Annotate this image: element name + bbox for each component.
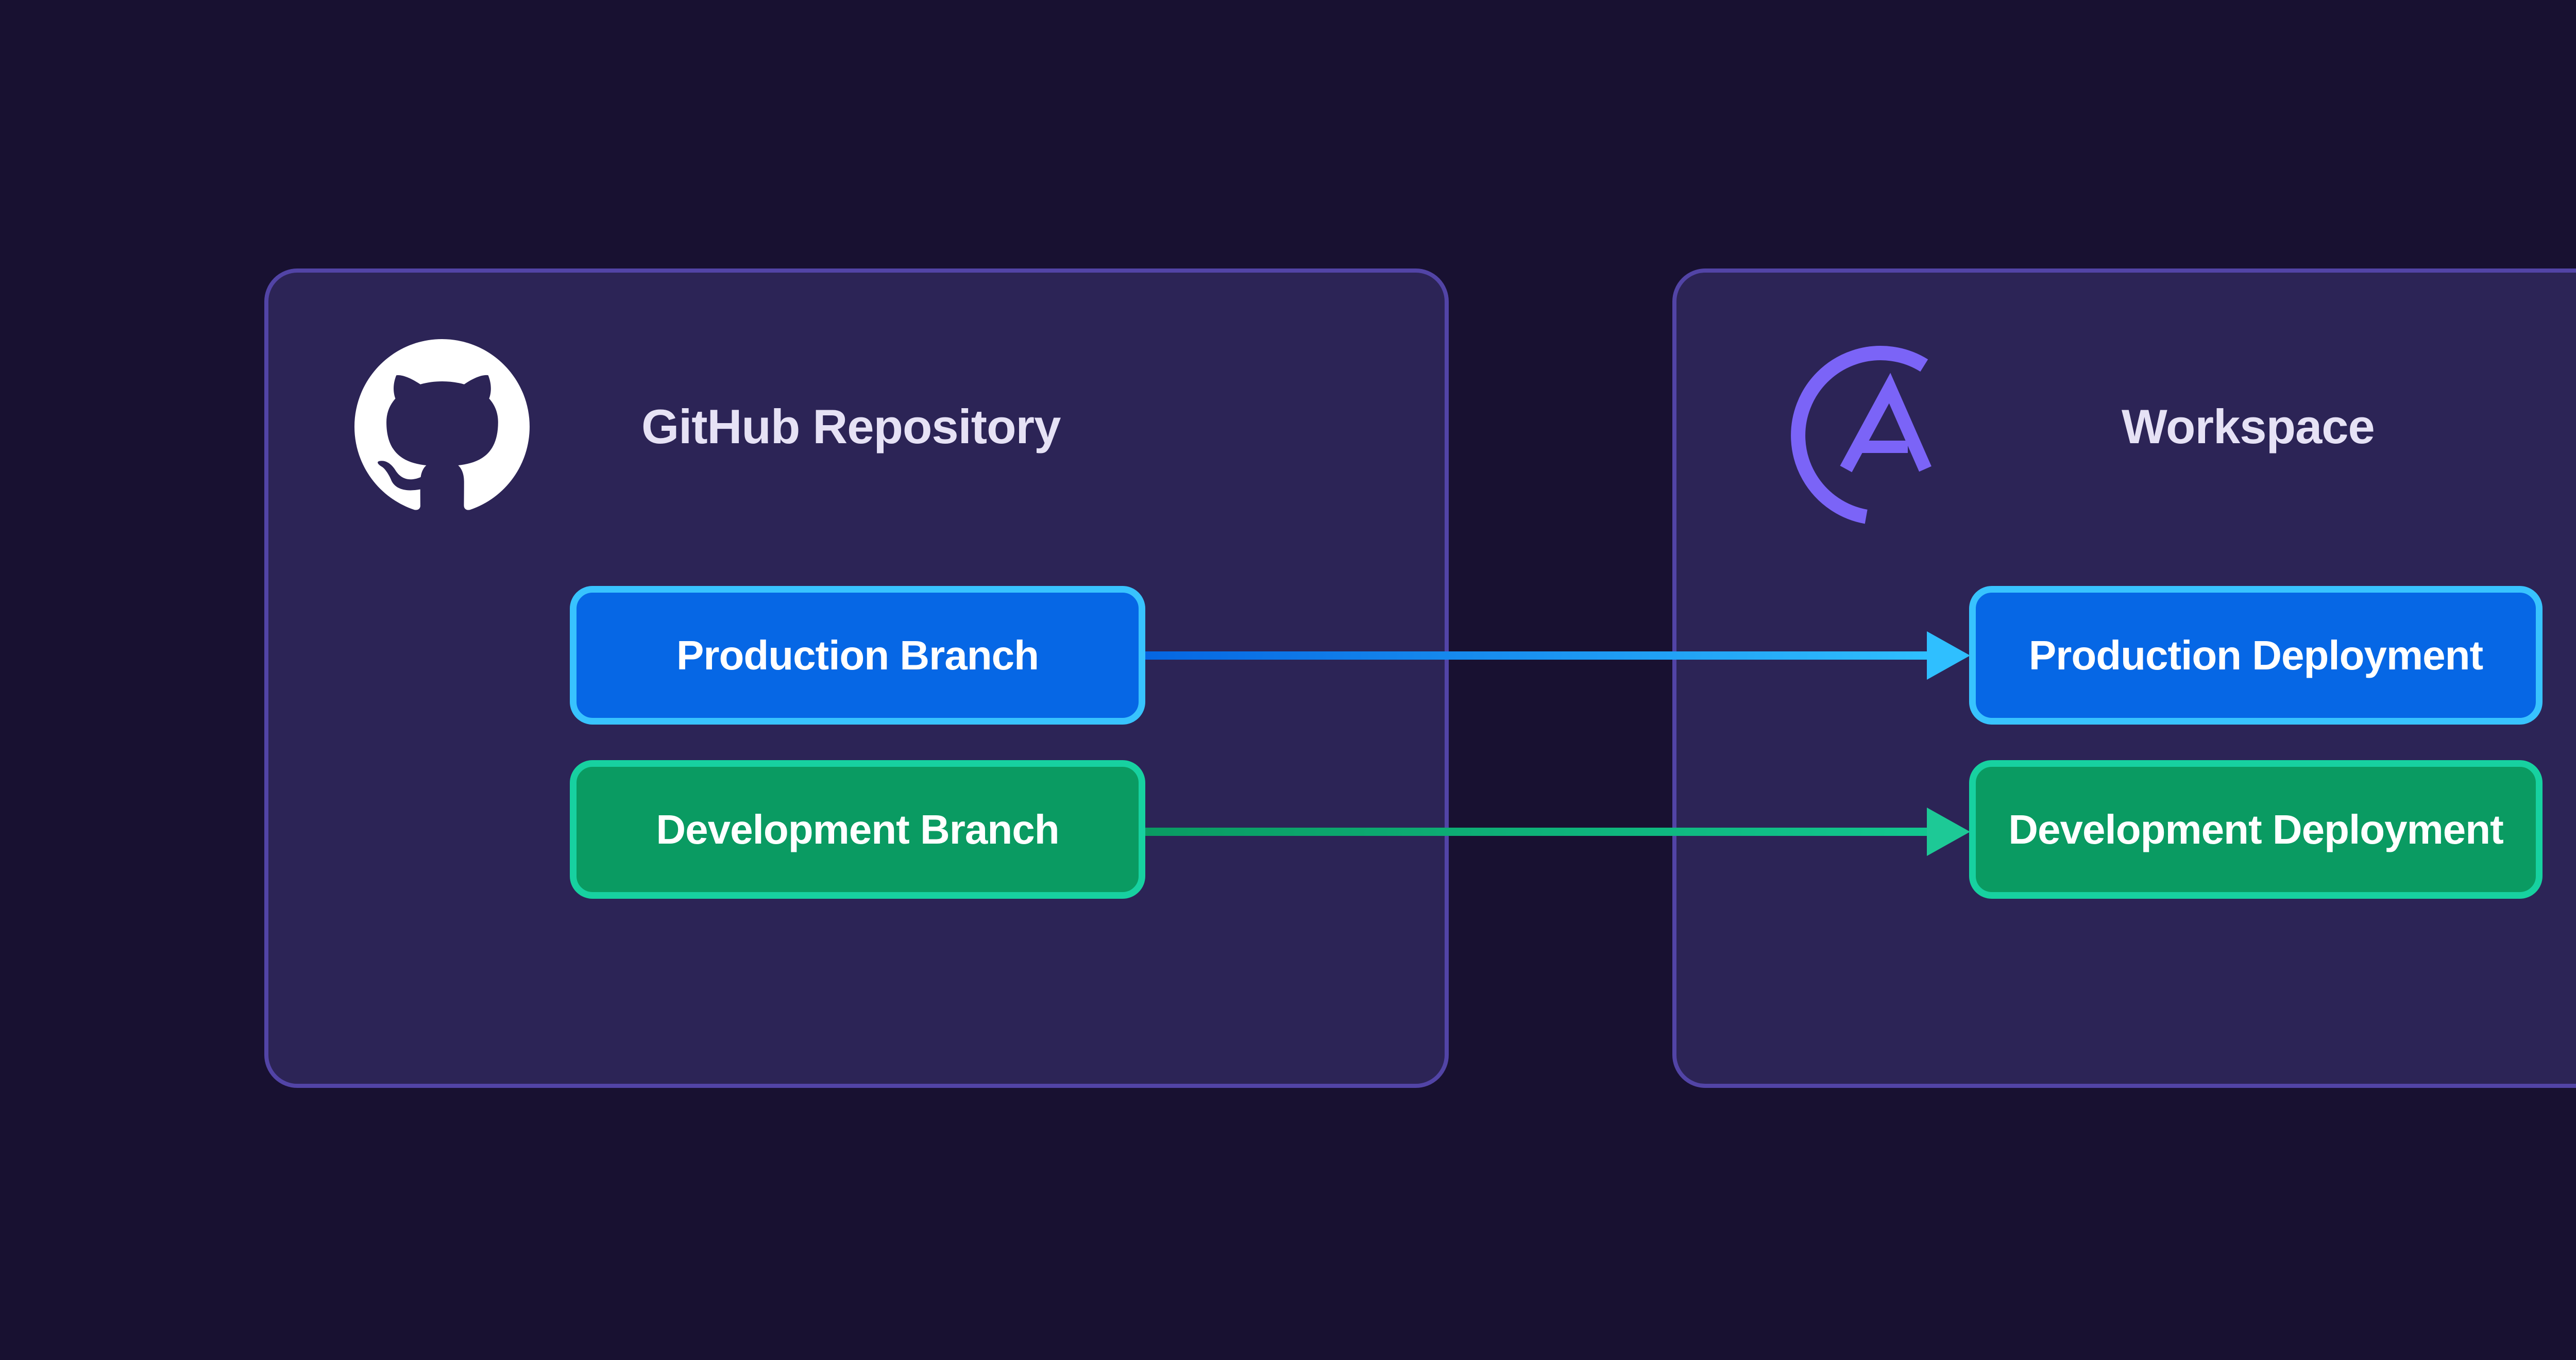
production-connection-line bbox=[1145, 651, 1927, 660]
development-deployment-node: Development Deployment bbox=[1969, 760, 2543, 899]
production-arrowhead-icon bbox=[1927, 631, 1970, 680]
github-repository-title: GitHub Repository bbox=[641, 399, 1061, 454]
production-branch-node: Production Branch bbox=[570, 586, 1145, 725]
development-connection-line bbox=[1145, 828, 1927, 836]
development-deployment-label: Development Deployment bbox=[2008, 806, 2503, 852]
github-icon bbox=[354, 339, 530, 510]
production-deployment-node: Production Deployment bbox=[1969, 586, 2543, 725]
development-arrowhead-icon bbox=[1927, 808, 1970, 856]
production-deployment-label: Production Deployment bbox=[2028, 632, 2483, 678]
workspace-icon bbox=[1791, 346, 1931, 524]
production-branch-label: Production Branch bbox=[676, 632, 1039, 678]
development-branch-node: Development Branch bbox=[570, 760, 1145, 899]
development-branch-label: Development Branch bbox=[656, 806, 1059, 852]
workspace-title: Workspace bbox=[2122, 399, 2375, 454]
